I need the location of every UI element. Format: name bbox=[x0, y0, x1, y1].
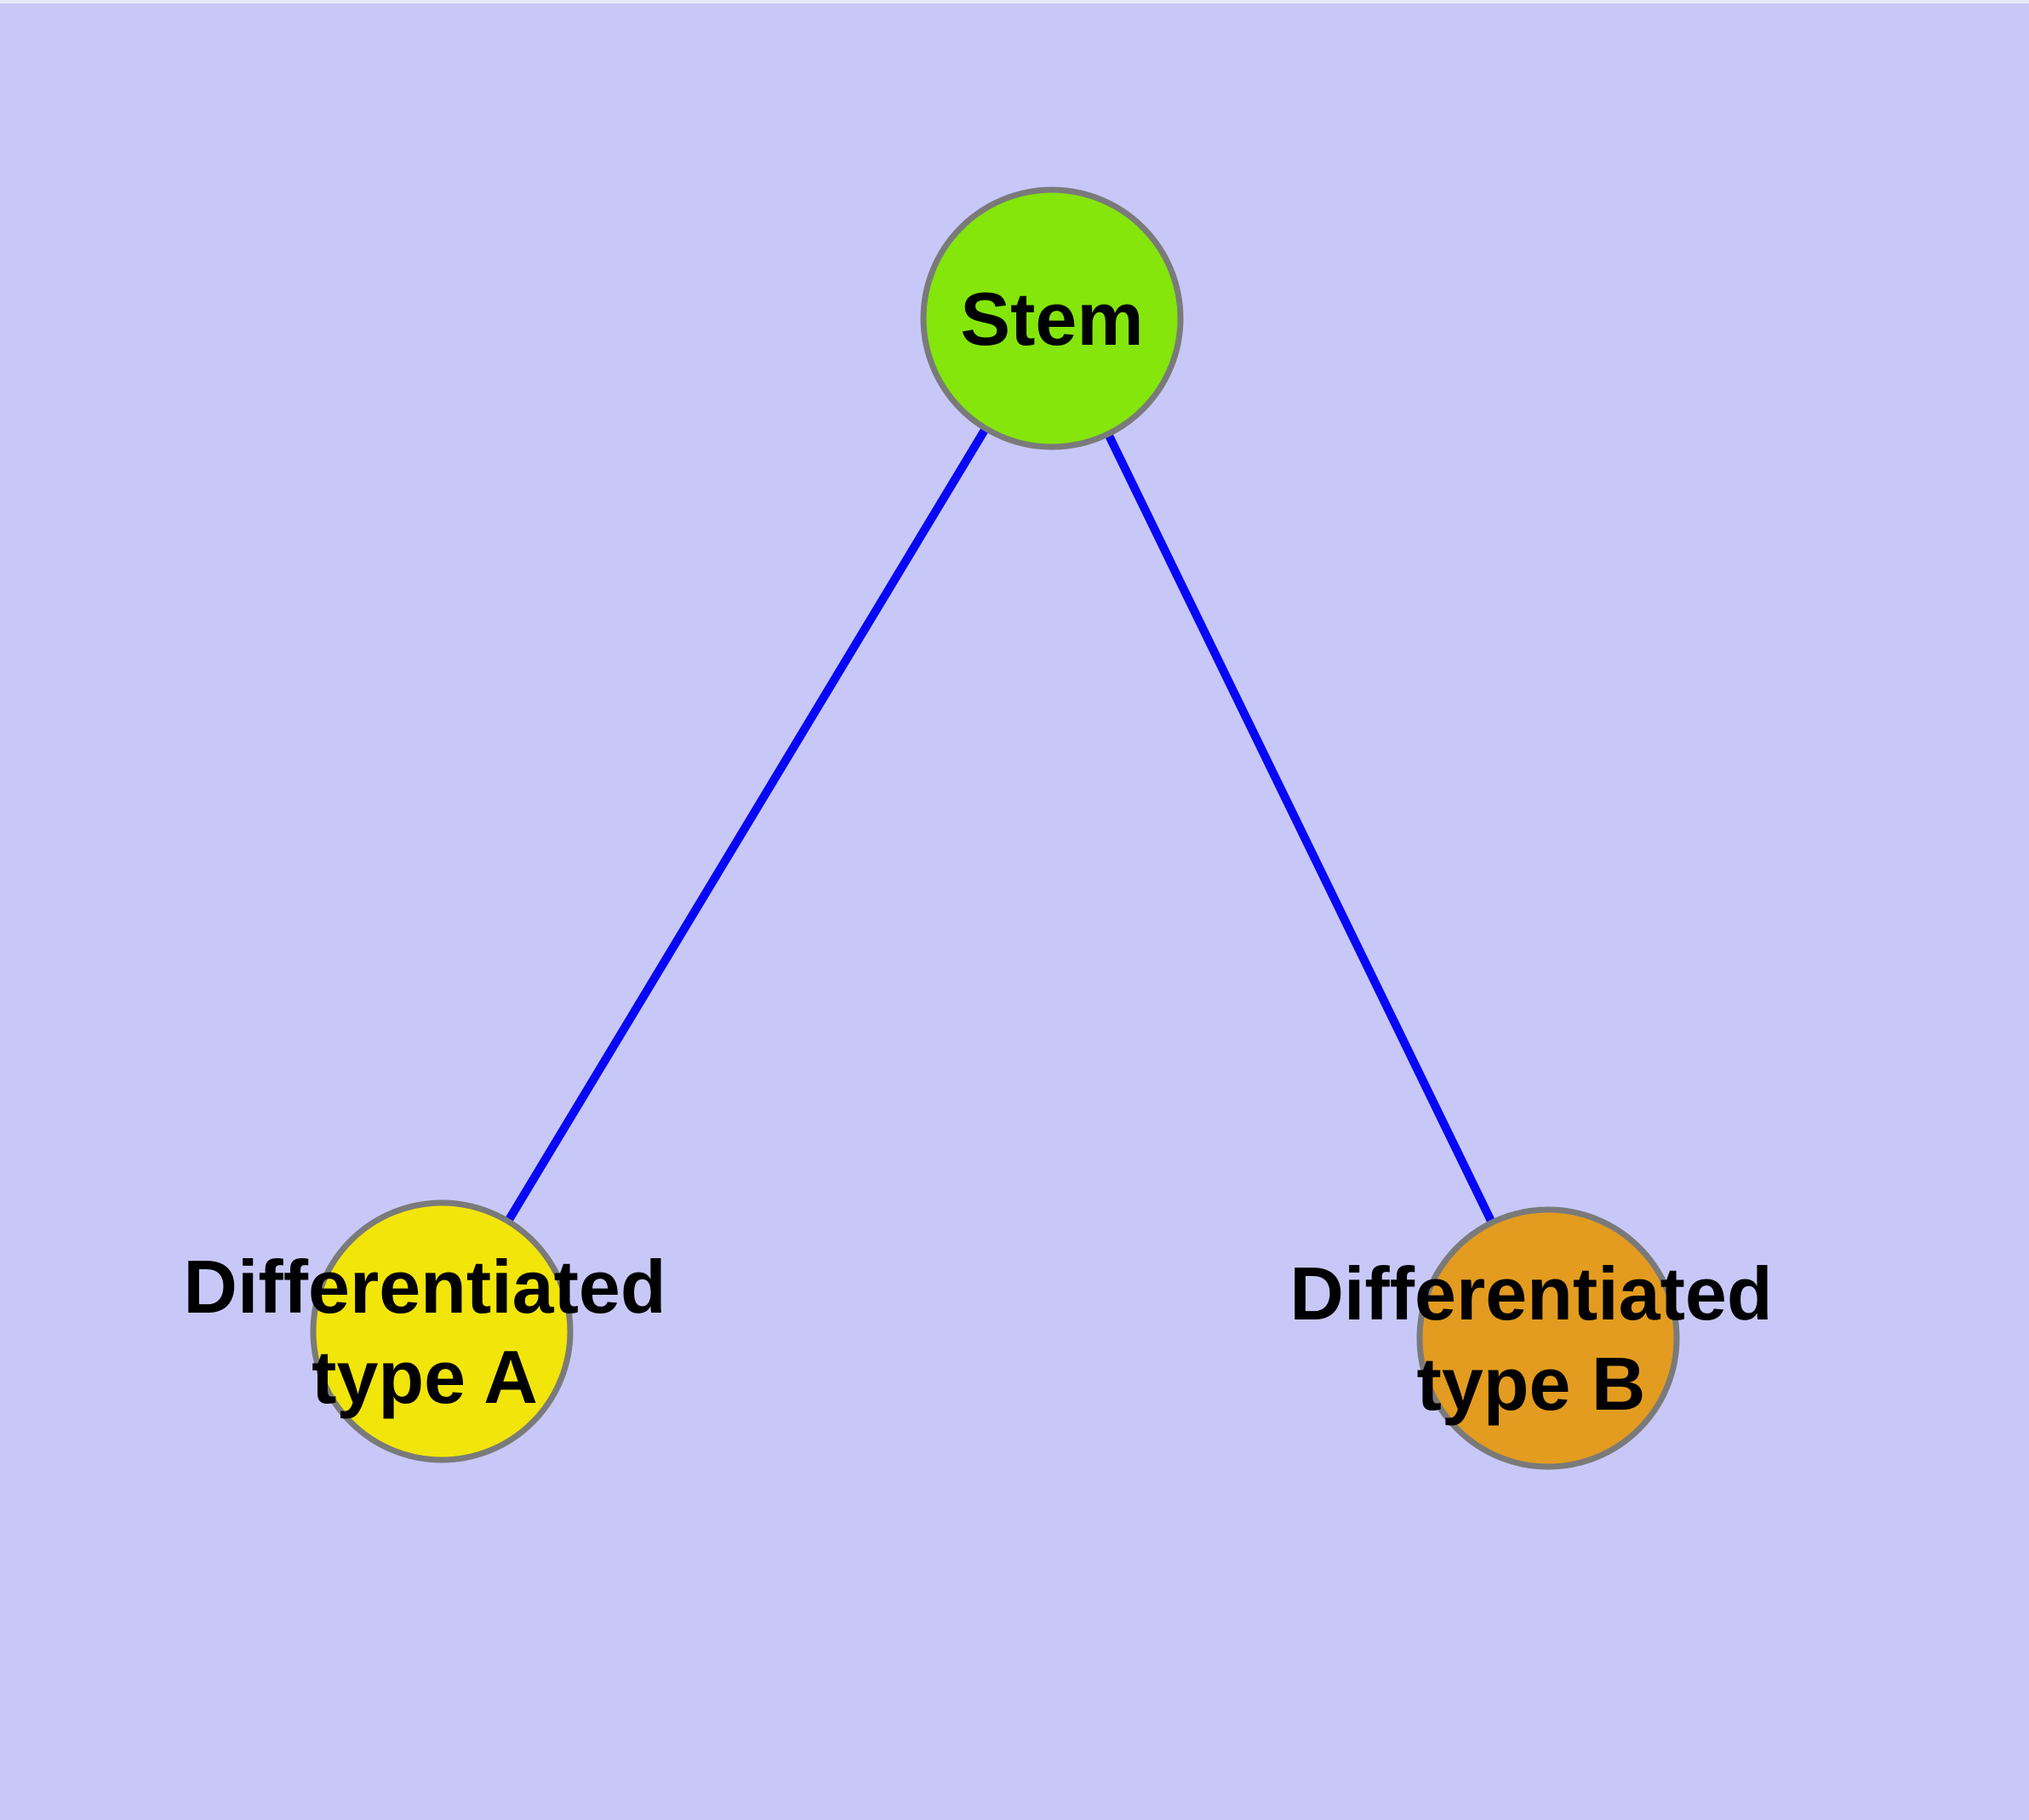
node-stem-circle bbox=[920, 186, 1184, 450]
edge-stem-to-differentiated-type-b bbox=[1048, 316, 1552, 1341]
node-differentiated-type-a-circle bbox=[310, 1199, 574, 1463]
edges-layer bbox=[437, 316, 1552, 1341]
node-differentiated-type-b-circle bbox=[1416, 1206, 1680, 1470]
edge-stem-to-differentiated-type-a bbox=[437, 316, 1056, 1334]
node-stem-label: Stem bbox=[960, 277, 1143, 361]
node-stem: Stem bbox=[920, 186, 1184, 450]
window-top-strip bbox=[0, 0, 2029, 3]
